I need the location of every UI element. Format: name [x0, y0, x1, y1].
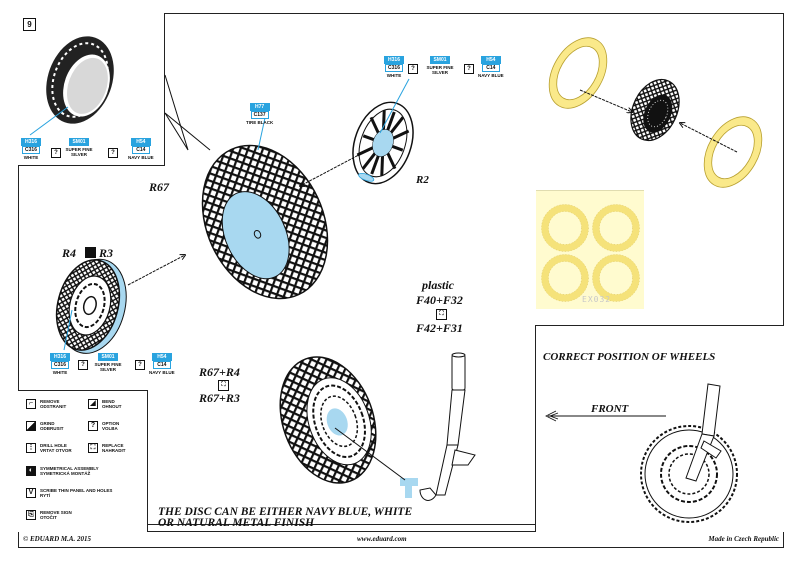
- assembly-option-1: R67+R4: [199, 365, 240, 379]
- mask-sheet-code: EX032: [582, 295, 612, 304]
- part-label-r3: R3: [99, 246, 114, 260]
- part-label-r4: R4: [62, 246, 77, 260]
- drill-icon: ⋮: [26, 443, 36, 453]
- hub-r2: [352, 101, 414, 185]
- paint-ref-navy: H54 C14 NAVY BLUE: [478, 56, 504, 78]
- turn-over-icon: ⎘: [26, 510, 36, 520]
- paint-ref-silver: SM01 SUPER FINE SILVER: [65, 138, 93, 157]
- part-label-r67: R67: [149, 180, 170, 194]
- footer: © EDUARD M.A. 2015 www.eduard.com Made i…: [18, 532, 784, 548]
- option-icon: [85, 247, 96, 258]
- replace-icon: ⛶: [88, 443, 98, 453]
- paint-ref-tire-black: H77 C137 TIRE BLACK: [246, 103, 274, 125]
- legend-item-bend: ◢ BEND OHNOUT: [88, 399, 134, 409]
- landing-strut: [419, 352, 476, 501]
- step-badge: 9: [23, 18, 36, 31]
- symmetrical-assembly-icon: ◐: [26, 466, 36, 476]
- plastic-option-2: F42+F31: [416, 321, 463, 335]
- paint-ref-silver: SM01 SUPER FINE SILVER: [94, 353, 122, 372]
- inset-disc: [67, 57, 108, 114]
- paint-ref-navy: H54 C14 NAVY BLUE: [128, 138, 154, 160]
- option-icon: ?: [464, 64, 474, 74]
- replace-icon: ⛶: [436, 309, 447, 320]
- callout-line: [164, 112, 211, 151]
- hub-r4-r3: [55, 258, 127, 354]
- option-icon: ?: [108, 148, 118, 158]
- legend-item-grind: GRIND ODBRUSIT: [26, 421, 72, 431]
- mask-ring: [592, 204, 640, 252]
- option-icon: ?: [408, 64, 418, 74]
- legend-item-remove-sign: ⎘ REMOVE SIGN OTOČIT: [26, 510, 72, 520]
- legend-item-symmetrical: ◐ SYMMETRICAL ASSEMBLY SYMETRICKÁ MONTÁŽ: [26, 466, 120, 476]
- website-link[interactable]: www.eduard.com: [357, 535, 407, 543]
- option-icon: ?: [51, 148, 61, 158]
- disc-finish-note: THE DISC CAN BE EITHER NAVY BLUE, WHITE …: [158, 506, 413, 529]
- paint-ref-navy: H54 C14 NAVY BLUE: [149, 353, 175, 375]
- paint-ref-silver: SM01 SUPER FINE SILVER: [426, 56, 454, 75]
- remove-icon: ⌐: [26, 399, 36, 409]
- grind-icon: [26, 421, 36, 431]
- mask-exploded-view: [548, 37, 763, 188]
- paint-ref-white: H316 C316 WHITE: [50, 353, 70, 375]
- lower-wheel: [279, 356, 377, 484]
- copyright: © EDUARD M.A. 2015: [23, 535, 92, 543]
- option-icon: ?: [78, 360, 88, 370]
- legend-item-scribe: V SCRIBE THIN PANEL AND HOLES RYTÍ: [26, 488, 120, 498]
- mask-sheet-rings: [541, 204, 640, 302]
- legend-item-remove: ⌐ REMOVE ODSTRANIT: [26, 399, 72, 409]
- mask-ring: [541, 254, 589, 302]
- plastic-option-1: F40+F32: [416, 293, 463, 307]
- paint-ref-white: H316 C316 WHITE: [21, 138, 41, 160]
- legend-item-option: ? OPTION VOLBA: [88, 421, 134, 431]
- axle-part: [400, 478, 418, 498]
- replace-icon: ⛶: [218, 380, 229, 391]
- option-icon: ?: [135, 360, 145, 370]
- correct-position-drawing: [545, 383, 738, 523]
- mask-ring: [592, 254, 640, 302]
- front-label: FRONT: [591, 403, 629, 415]
- front-arrow-head: [545, 410, 559, 422]
- side-view-strut: [685, 383, 722, 482]
- legend-item-replace: ⛶ REPLACE NAHRADIT: [88, 443, 134, 453]
- correct-position-title: CORRECT POSITION OF WHEELS: [543, 351, 716, 363]
- symbol-legend: ⌐ REMOVE ODSTRANIT ◢ BEND OHNOUT GRIND O…: [18, 390, 148, 532]
- part-label-r2: R2: [416, 174, 429, 186]
- bend-icon: ◢: [88, 399, 98, 409]
- legend-item-drill: ⋮ DRILL HOLE VRTAT OTVOR: [26, 443, 72, 453]
- callout-line: [164, 74, 189, 151]
- mask-ring: [541, 204, 589, 252]
- plastic-heading: plastic: [422, 278, 454, 292]
- origin-text: Made in Czech Republic: [708, 535, 779, 543]
- main-wheel-disc: [221, 191, 290, 280]
- scribe-icon: V: [26, 488, 36, 498]
- correct-position-panel: CORRECT POSITION OF WHEELS FRONT: [535, 325, 784, 532]
- instruction-frame: [18, 13, 784, 532]
- paint-ref-white: H316 C316 WHITE: [384, 56, 404, 78]
- assembly-option-2: R67+R3: [199, 391, 240, 405]
- mask-sheet: EX032: [536, 190, 644, 309]
- main-wheel-r67: [201, 144, 329, 300]
- divider: [148, 524, 535, 525]
- option-icon: ?: [88, 421, 98, 431]
